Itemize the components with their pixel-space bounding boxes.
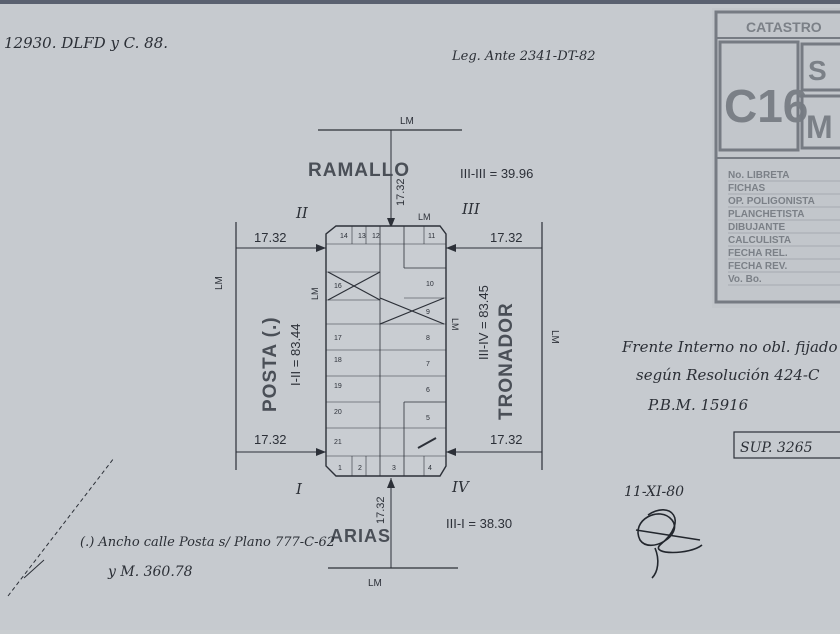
stamp-rows: No. LIBRETA FICHAS OP. POLIGONISTA PLANCHET… [728,170,840,286]
paper-top-edge [0,0,840,4]
lm-right: LM [549,330,560,344]
measure-top-street-width: 17.32 [395,178,407,206]
block-plan [235,129,543,569]
note-frente-1: Frente Interno no obl. fijado [621,338,838,356]
measure-left-diag: I-II = 83.44 [288,323,303,386]
lot-number: 16 [334,283,342,290]
measure-bottom-street-width: 17.32 [375,496,387,524]
street-tronador: TRONADOR [496,302,517,420]
lot-number: 13 [358,233,366,240]
lot-number: 17 [334,335,342,342]
corner-se: IV [451,478,471,496]
ref-left: 12930. DLFD y C. 88. [4,34,168,52]
stamp-row-label: Vo. Bo. [728,274,762,285]
lot-number: 2 [358,465,362,472]
lot-number: 10 [426,281,434,288]
stamp-row-label: FECHA REL. [728,248,788,259]
lot-number: 1 [338,465,342,472]
stamp-row-label: No. LIBRETA [728,170,789,181]
stamp-code-side-bottom: M [806,109,833,145]
stamp-row-label: FECHA REV. [728,261,787,272]
lot-number: 6 [426,387,430,394]
lot-number: 4 [428,465,432,472]
lot-number: 11 [428,233,435,240]
street-ramallo: RAMALLO [308,160,410,181]
lot-number: 7 [426,361,430,368]
lm-top: LM [400,116,414,127]
measure-left-bottom-width: 17.32 [254,432,287,447]
footnote-2: y M. 360.78 [107,564,193,580]
note-frente-3: P.B.M. 15916 [647,396,749,414]
sup-box [733,431,840,459]
lot-number: 5 [426,415,430,422]
stamp-row-label: OP. POLIGONISTA [728,196,815,207]
lot-number: 19 [334,383,342,390]
signature [635,509,703,579]
measure-left-top-width: 17.32 [254,230,287,245]
lot-number: 14 [340,233,348,240]
lot-number: 18 [334,357,342,364]
lm-inner-left: LM [310,287,320,300]
note-sup: SUP. 3265 [740,440,813,456]
stamp-code-side-top: S [808,55,827,86]
stamp-row-label: PLANCHETISTA [728,209,804,220]
ref-right: Leg. Ante 2341-DT-82 [451,49,596,64]
corner-sw: I [295,480,303,498]
lot-number: 21 [334,439,342,446]
corner-nw: II [295,204,309,222]
stamp-row-label: DIBUJANTE [728,222,786,233]
measure-right-bottom-width: 17.32 [490,432,523,447]
lm-inner-top: LM [418,212,431,222]
stamp-title: CATASTRO [746,19,822,35]
stamp-row-label: CALCULISTA [728,235,791,246]
street-arias: ARIAS [330,526,391,546]
stamp-row-label: FICHAS [728,183,766,194]
catastro-stamp: CATASTRO C16 S M No. LIBRETA FICHAS OP. PO… [714,10,840,304]
lot-number: 20 [334,409,342,416]
measure-top-diag: III-III = 39.96 [460,166,533,181]
measure-right-top-width: 17.32 [490,230,523,245]
lot-number: 12 [372,233,380,240]
block-outline [325,225,447,477]
corner-ne: III [461,200,481,218]
lot-number: 9 [426,309,430,316]
stamp-code: C16 [724,80,808,132]
diagonal-scribble [7,457,115,597]
arrow-mark [417,437,437,449]
lm-inner-right: LM [450,318,460,331]
lm-bottom: LM [368,578,382,589]
lm-left: LM [214,276,225,290]
footnote-1: (.) Ancho calle Posta s/ Plano 777-C-62 [80,535,335,550]
lot-number: 3 [392,465,396,472]
street-posta: POSTA (.) [260,316,281,412]
note-date: 11-XI-80 [624,484,684,500]
note-frente-2: según Resolución 424-C [636,366,820,384]
measure-right-diag: III-IV = 83.45 [476,285,491,360]
lot-number: 8 [426,335,430,342]
measure-bottom-diag: III-I = 38.30 [446,516,512,531]
